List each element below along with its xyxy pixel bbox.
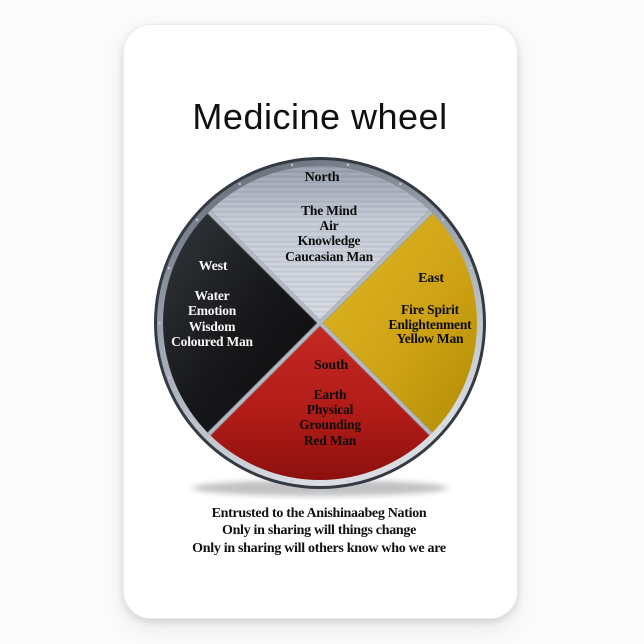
west-lines: Water Emotion Wisdom Coloured Man (171, 288, 253, 349)
south-line-2: Physical (306, 402, 354, 418)
west-line-1: Water (194, 288, 230, 303)
north-line-2: Air (319, 218, 339, 234)
west-label: West (198, 259, 228, 274)
west-line-3: Wisdom (188, 318, 236, 334)
north-line-1: The Mind (301, 203, 357, 218)
page-title: Medicine wheel (192, 96, 448, 137)
west-line-2: Emotion (187, 303, 237, 319)
west-line-4: Coloured Man (171, 333, 253, 349)
east-label: East (418, 271, 444, 286)
south-quadrant (209, 323, 431, 480)
north-line-3: Knowledge (297, 233, 361, 249)
east-line-3: Yellow Man (396, 331, 464, 347)
east-quadrant (320, 212, 477, 434)
north-lines: The Mind Air Knowledge Caucasian Man (285, 203, 373, 264)
north-line-4: Caucasian Man (285, 248, 373, 264)
east-line-1: Fire Spirit (401, 302, 459, 317)
south-label: South (313, 358, 349, 373)
caption-line-1: Entrusted to the Anishinaabeg Nation (211, 506, 427, 521)
caption-line-3: Only in sharing will others know who we … (192, 540, 446, 556)
caption: Entrusted to the Anishinaabeg Nation Onl… (192, 505, 446, 557)
east-line-2: Enlightenment (388, 316, 472, 332)
east-lines: Fire Spirit Enlightenment Yellow Man (388, 302, 472, 347)
south-line-4: Red Man (303, 432, 357, 448)
rim-rivets (158, 163, 482, 483)
divider-spokes (207, 210, 433, 436)
north-label: North (304, 170, 340, 185)
west-quadrant (163, 212, 320, 434)
caption-line-2: Only in sharing will things change (221, 523, 417, 539)
north-quadrant-texture (209, 166, 431, 323)
medicine-wheel-graphic (154, 157, 486, 496)
south-line-3: Grounding (299, 417, 361, 433)
south-lines: Earth Physical Grounding Red Man (299, 387, 361, 448)
south-line-1: Earth (313, 387, 347, 402)
